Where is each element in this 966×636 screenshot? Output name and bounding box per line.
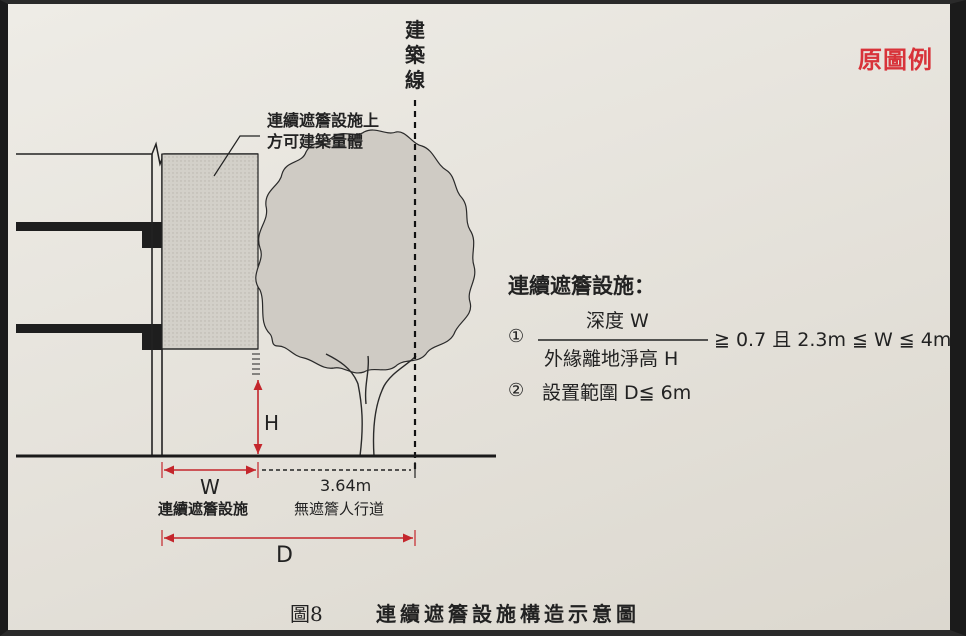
- rules-title: 連續遮簷設施：: [508, 274, 655, 298]
- original-figure-stamp: 原圖例: [858, 46, 933, 74]
- rule1-marker: ①: [508, 326, 525, 347]
- rule1-numerator: 深度 W: [586, 310, 649, 332]
- tree-canopy: [255, 129, 476, 374]
- callout-line-2: 方可建築量體: [267, 132, 364, 151]
- arcade-label: 連續遮簷設施: [158, 500, 249, 518]
- floor-slab-upper: [16, 222, 154, 231]
- rule1-denominator: 外緣離地淨高 H: [544, 348, 679, 370]
- arcade-upper-volume: [161, 153, 259, 350]
- w-label: W: [200, 475, 220, 499]
- sidewalk-label: 無遮簷人行道: [294, 500, 385, 518]
- diagram-canvas: [16, 100, 708, 546]
- callout-leader: [213, 135, 260, 177]
- figure-caption: 連續遮簷設施構造示意圖: [376, 602, 640, 626]
- callout-line-1: 連續遮簷設施上: [267, 111, 380, 130]
- building-line-label: 建築線: [405, 18, 425, 92]
- figure-number: 圖8: [290, 602, 323, 626]
- sidewalk-width-label: 3.64m: [320, 476, 372, 495]
- d-label: D: [276, 543, 293, 568]
- rule2-marker: ②: [508, 380, 525, 401]
- height-ticks: [252, 353, 260, 375]
- rule1-condition: ≧ 0.7 且 2.3m ≦ W ≦ 4m: [714, 329, 952, 351]
- floor-slab-lower: [16, 324, 154, 333]
- tree-trunk: [325, 353, 417, 457]
- h-label: H: [264, 411, 280, 435]
- rule2-text: 設置範圍 D≦ 6m: [542, 382, 692, 404]
